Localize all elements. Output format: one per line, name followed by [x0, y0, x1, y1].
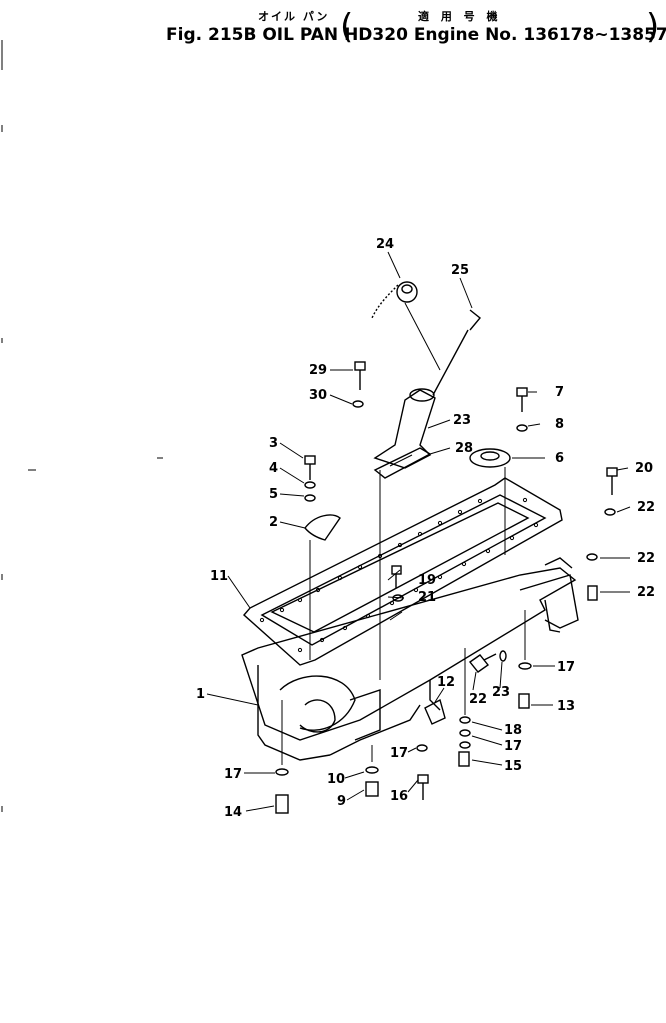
bolt-23-set [468, 650, 507, 673]
filler-cap [371, 281, 441, 371]
callout-21: 22 [637, 585, 655, 600]
callout-16: 16 [390, 789, 408, 804]
callout-30: 30 [309, 388, 327, 403]
callout-7: 7 [555, 385, 564, 400]
callout-3: 3 [269, 436, 278, 451]
oil-pan-body [241, 557, 579, 761]
lower-fasteners [275, 610, 532, 814]
callout-8: 8 [555, 417, 564, 432]
drain-plug [365, 745, 379, 797]
callout-24: 23 [492, 685, 510, 700]
margin-marks [1, 40, 163, 812]
callout-25: 23 [453, 413, 471, 428]
callout-17a: 17 [557, 660, 575, 675]
callout-18: 18 [504, 723, 522, 738]
callout-4: 4 [269, 461, 278, 476]
callout-12: 12 [437, 675, 455, 690]
filler-tube [373, 388, 436, 680]
bolt-29 [352, 361, 366, 408]
callout-labels: 24 25 29 30 23 28 7 8 6 3 4 5 2 11 1 19 … [196, 237, 655, 820]
callout-15: 15 [504, 759, 522, 774]
callout-14: 14 [224, 805, 242, 820]
callout-1: 1 [196, 687, 205, 702]
callout-26: 24 [376, 237, 394, 252]
callout-5: 5 [269, 487, 278, 502]
callout-20: 20 [635, 461, 653, 476]
gasket [243, 477, 563, 666]
leader-lines [206, 251, 631, 812]
open-parenthesis: ( [340, 7, 354, 47]
gasket-bolt-holes [259, 497, 539, 653]
callout-27: 25 [451, 263, 469, 278]
bolt-19-set [389, 565, 404, 621]
callout-10: 10 [327, 772, 345, 787]
dipstick [432, 309, 481, 396]
bracket-12 [424, 698, 446, 725]
callout-11: 11 [210, 569, 228, 584]
bolt-3-set [304, 455, 341, 660]
callout-28: 28 [455, 441, 473, 456]
close-parenthesis: ) [646, 7, 660, 47]
callout-23: 22 [469, 692, 487, 707]
callout-17c: 17 [390, 746, 408, 761]
callout-9: 9 [337, 794, 346, 809]
figure-title: Fig. 215B OIL PAN HD320 Engine No. 13617… [166, 25, 666, 45]
callout-22b: 22 [637, 500, 655, 515]
bolt-7-set [516, 387, 528, 432]
callout-19: 19 [418, 573, 436, 588]
callout-22c: 22 [637, 551, 655, 566]
callout-13: 13 [557, 699, 575, 714]
japanese-title: オイル パン [258, 10, 330, 23]
callout-29: 29 [309, 363, 327, 378]
cover-plate [469, 448, 511, 555]
bolt-20-set [586, 467, 618, 601]
callout-2: 2 [269, 515, 278, 530]
callout-22a: 21 [418, 590, 436, 605]
callout-17b: 17 [504, 739, 522, 754]
japanese-applicable-label: 適 用 号 機 [418, 10, 502, 23]
callout-17d: 17 [224, 767, 242, 782]
callout-6: 6 [555, 451, 564, 466]
